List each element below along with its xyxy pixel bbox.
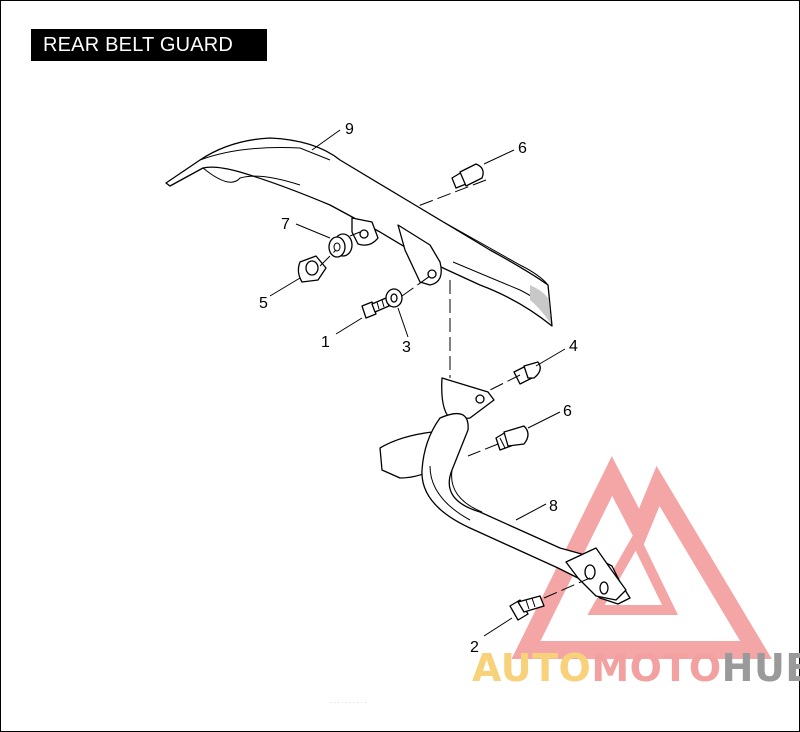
callout-3: 3 [402, 339, 411, 356]
lower-belt-guard [379, 377, 631, 605]
screw-1 [361, 297, 390, 319]
leader-lines [269, 129, 566, 637]
callout-6-top: 6 [518, 140, 527, 157]
bushing [297, 255, 327, 283]
callout-5: 5 [259, 295, 268, 312]
grommet [328, 233, 353, 258]
callout-8: 8 [549, 498, 558, 515]
callout-4: 4 [569, 338, 578, 355]
callout-7: 7 [281, 216, 290, 233]
footer-reference: · · · · · · · · · · [330, 700, 367, 707]
callout-2: 2 [470, 639, 479, 656]
watermark-hub: HUB [721, 646, 800, 690]
callout-9: 9 [345, 121, 354, 138]
page-title: REAR BELT GUARD [31, 29, 267, 61]
washer [385, 288, 403, 308]
callout-1: 1 [321, 334, 330, 351]
callout-6-lower: 6 [563, 403, 572, 420]
watermark-text: AUTOMOTOHUB [472, 646, 800, 690]
acorn-nut-top [451, 163, 484, 189]
watermark-auto: AUTO [472, 646, 592, 690]
upper-belt-guard [165, 137, 553, 327]
watermark-moto: MOTO [591, 646, 722, 690]
callout-labels: 9 6 7 5 1 3 4 6 8 2 [259, 121, 578, 656]
alignment-lines [319, 179, 591, 599]
bolt-2 [509, 595, 545, 621]
acorn-nut-lower [495, 425, 529, 451]
